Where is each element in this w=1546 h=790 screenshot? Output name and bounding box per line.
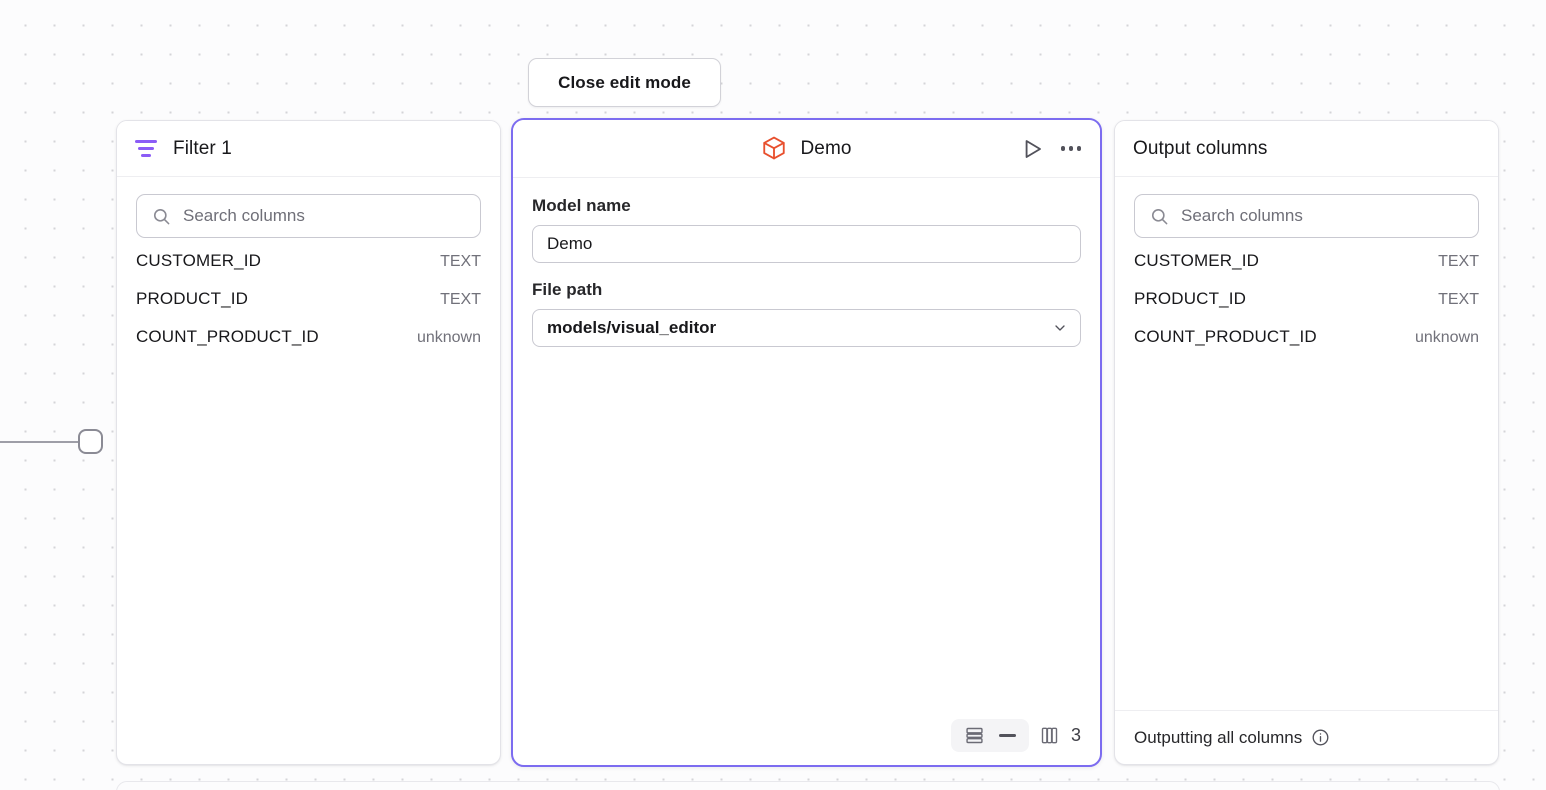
column-name: COUNT_PRODUCT_ID [1134,327,1317,346]
column-type: TEXT [1438,291,1479,308]
table-row[interactable]: CUSTOMER_ID TEXT [1134,251,1479,289]
run-icon[interactable] [1019,136,1045,162]
row-count-pill[interactable] [950,719,1029,752]
chevron-down-icon [1052,320,1068,336]
column-type: unknown [1414,329,1479,346]
filter-node-header: Filter 1 [117,121,500,177]
column-type: TEXT [440,291,481,308]
column-name: COUNT_PRODUCT_ID [136,327,319,346]
model-form: Model name File path models/visual_edito… [513,178,1100,347]
column-type: TEXT [440,253,481,270]
rows-icon [964,725,985,746]
column-name: PRODUCT_ID [1134,289,1247,308]
model-node-body: Model name File path models/visual_edito… [513,178,1100,765]
filter-node[interactable]: Filter 1 CUSTOMER_ID TEXT PRODUCT_ID TEX… [116,120,501,765]
connection-edge [0,441,82,443]
table-row[interactable]: PRODUCT_ID TEXT [1134,289,1479,327]
search-icon [152,207,171,226]
table-row[interactable]: COUNT_PRODUCT_ID unknown [1134,327,1479,365]
output-search-wrap [1115,177,1498,238]
filter-icon [135,140,157,157]
partial-node-below[interactable] [116,781,1500,790]
output-columns-node[interactable]: Output columns CUSTOMER_ID TEXT PRODUCT_… [1114,120,1499,765]
more-options-icon[interactable] [1058,136,1084,162]
model-header-actions [1019,120,1084,177]
close-edit-mode-button[interactable]: Close edit mode [528,58,721,107]
output-column-list: CUSTOMER_ID TEXT PRODUCT_ID TEXT COUNT_P… [1115,238,1498,365]
filter-search-wrap [117,177,500,238]
search-icon [1150,207,1169,226]
file-path-select[interactable]: models/visual_editor [532,309,1081,347]
model-name-field[interactable] [532,225,1081,263]
model-name-label: Model name [532,196,631,215]
table-row[interactable]: CUSTOMER_ID TEXT [136,251,481,289]
outputting-all-columns-label: Outputting all columns [1134,727,1303,747]
output-search-input[interactable] [1181,206,1478,226]
filter-node-body: CUSTOMER_ID TEXT PRODUCT_ID TEXT COUNT_P… [117,177,500,764]
output-search-box[interactable] [1134,194,1479,238]
column-count-value: 3 [1070,725,1081,745]
info-icon[interactable] [1311,728,1330,747]
model-node-title: Demo [800,137,852,159]
columns-icon [1039,725,1060,746]
filter-column-list: CUSTOMER_ID TEXT PRODUCT_ID TEXT COUNT_P… [117,238,500,365]
column-name: CUSTOMER_ID [136,251,262,270]
output-node-title: Output columns [1133,137,1268,159]
column-type: unknown [416,329,481,346]
output-node-header: Output columns [1115,121,1498,177]
model-name-input[interactable] [547,234,1066,254]
table-row[interactable]: PRODUCT_ID TEXT [136,289,481,327]
column-name: CUSTOMER_ID [1134,251,1260,270]
table-row[interactable]: COUNT_PRODUCT_ID unknown [136,327,481,365]
model-node[interactable]: Demo Model name File path models/visual_… [511,118,1102,767]
row-count-value [998,734,1016,737]
column-name: PRODUCT_ID [136,289,249,308]
output-node-footer: Outputting all columns [1115,710,1498,764]
connection-handle[interactable] [78,429,103,454]
output-node-body: CUSTOMER_ID TEXT PRODUCT_ID TEXT COUNT_P… [1115,177,1498,710]
filter-search-input[interactable] [183,206,480,226]
filter-search-box[interactable] [136,194,481,238]
file-path-value: models/visual_editor [547,318,717,337]
model-node-header: Demo [513,120,1100,178]
file-path-label: File path [532,280,603,299]
cube-icon [761,135,787,162]
column-count-group[interactable]: 3 [1039,725,1085,746]
column-type: TEXT [1438,253,1479,270]
model-node-footer: 3 [950,719,1085,752]
filter-node-title: Filter 1 [173,137,232,159]
